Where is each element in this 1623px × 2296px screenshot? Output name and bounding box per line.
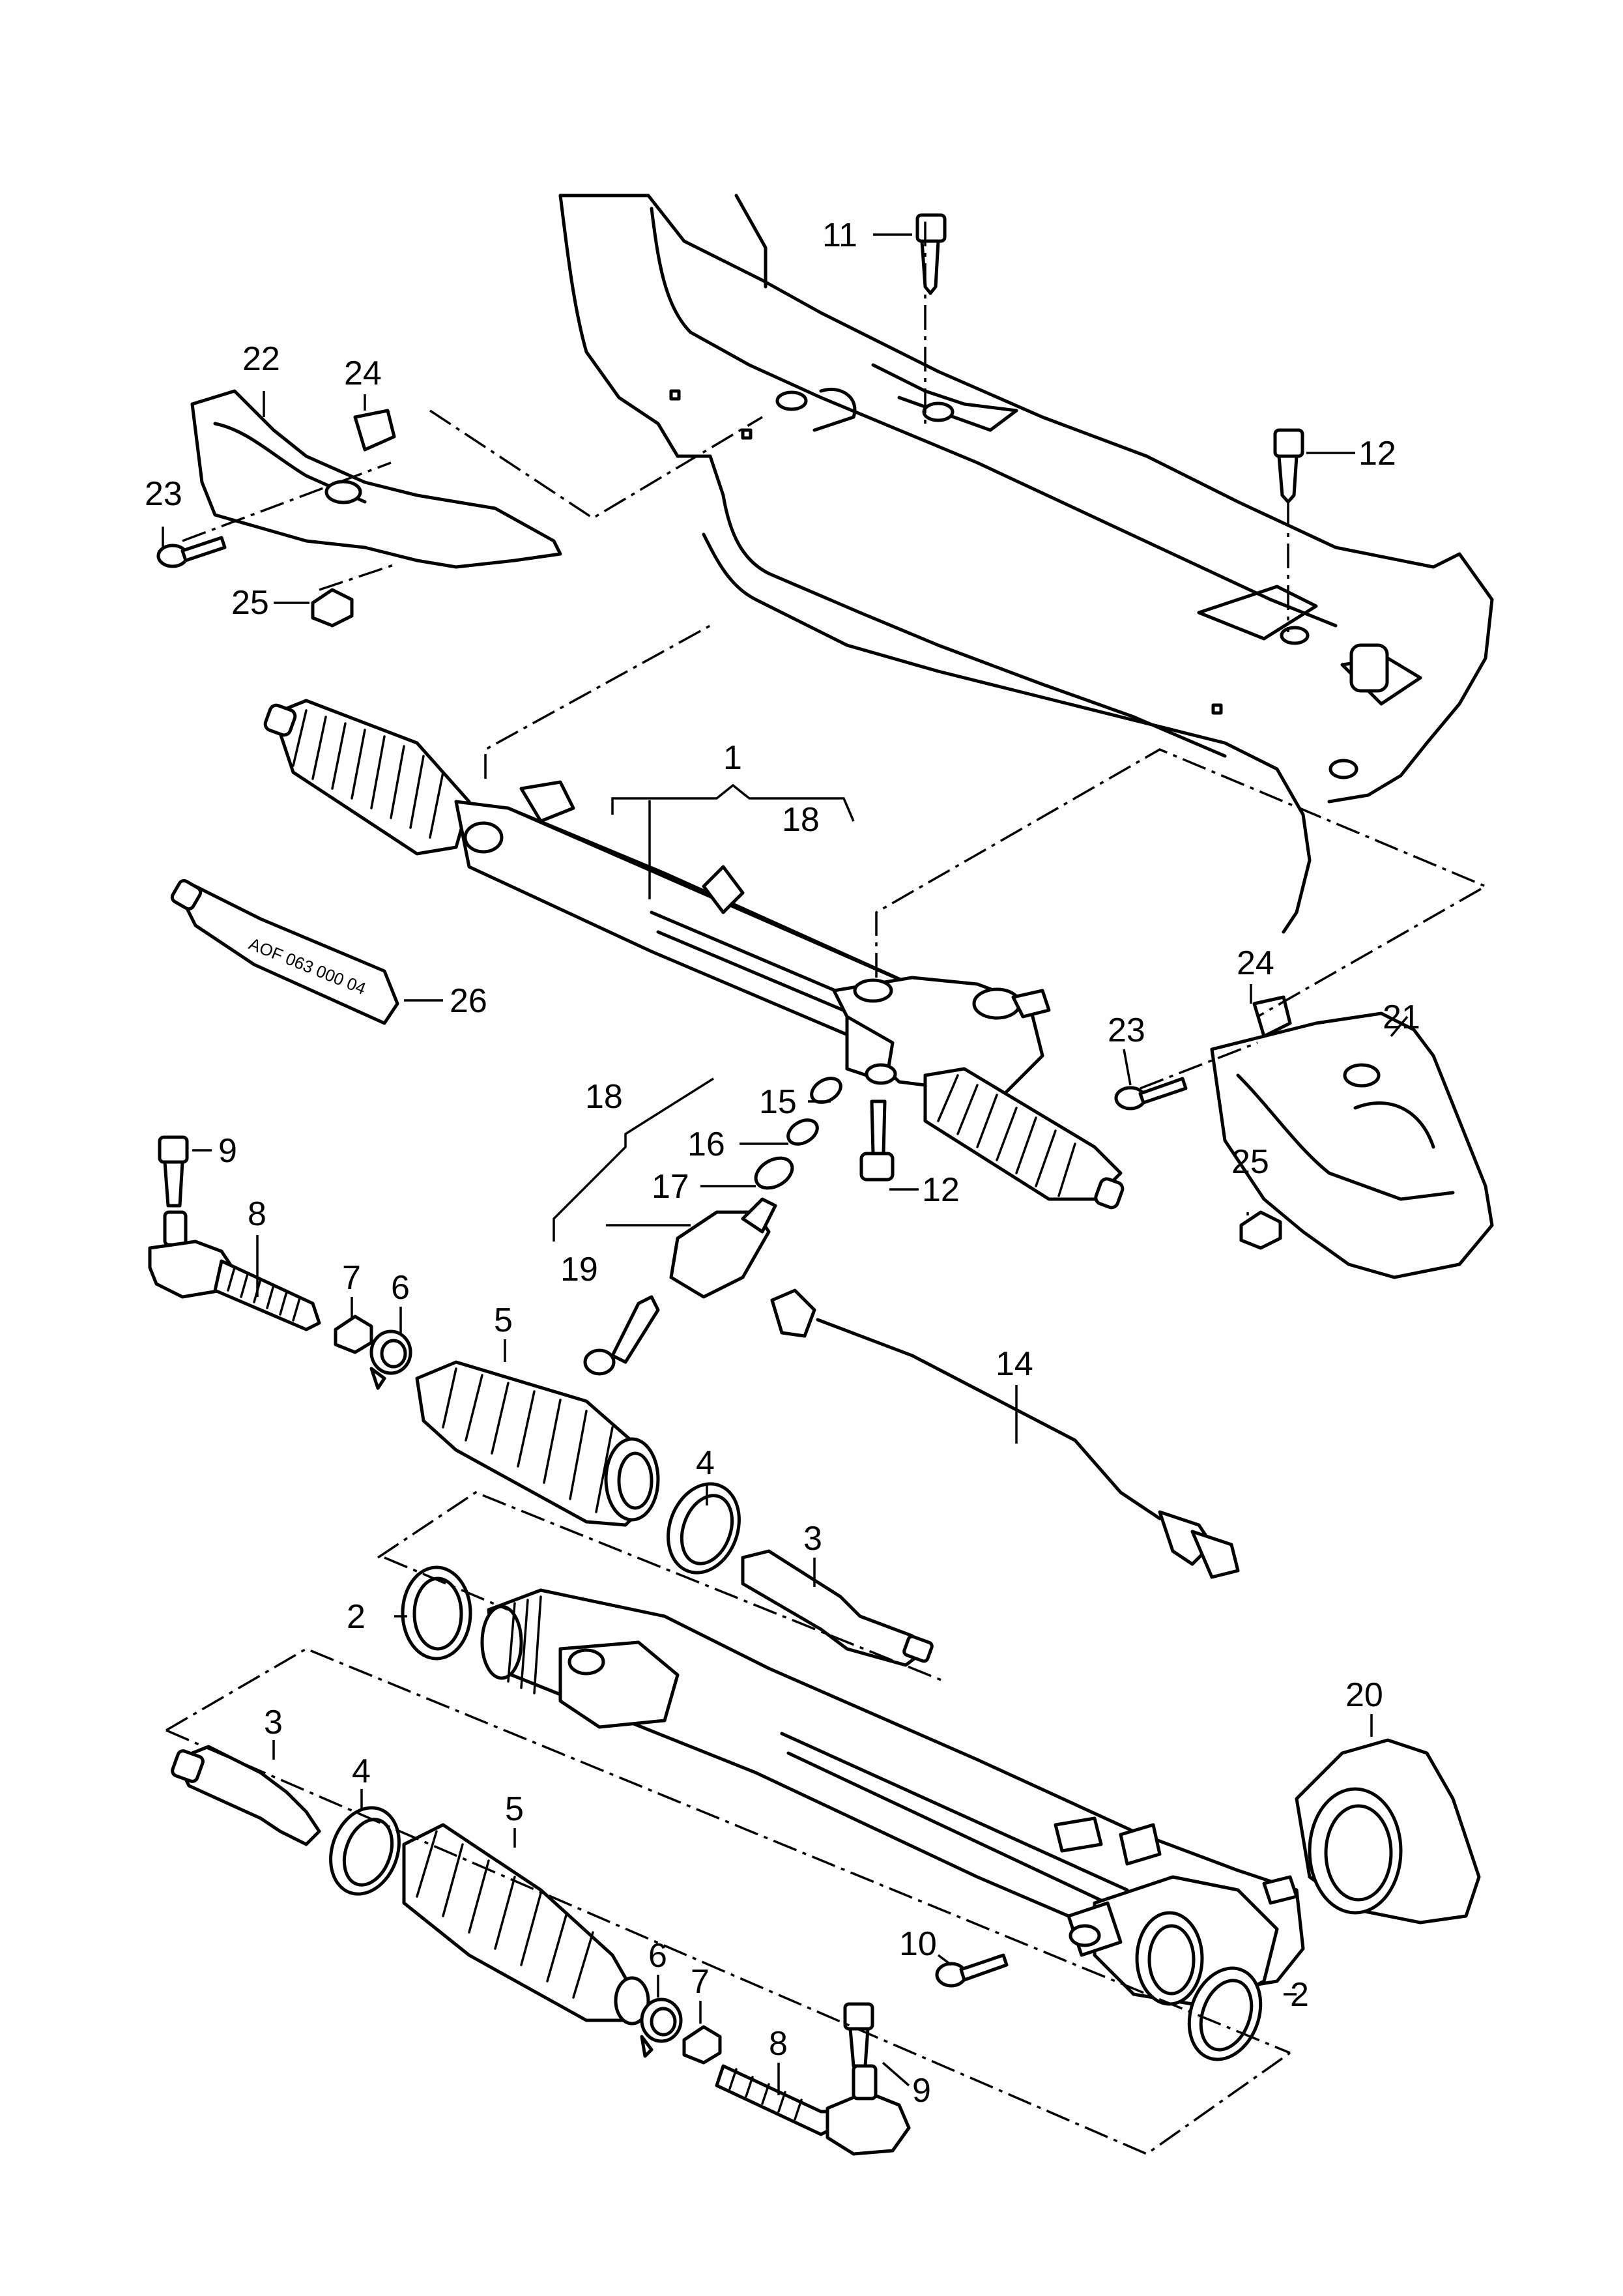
label-18-upper: 18 bbox=[782, 801, 820, 839]
bolt-9-lower bbox=[843, 2002, 874, 2068]
clamp-4-lower bbox=[329, 1806, 401, 1896]
mounting-bracket-left bbox=[190, 389, 562, 569]
label-20: 20 bbox=[1345, 1676, 1383, 1714]
label-7-upper: 7 bbox=[342, 1259, 361, 1297]
boot-5-lower bbox=[402, 1823, 650, 2026]
bolt-11 bbox=[915, 213, 947, 295]
position-sensor bbox=[583, 1197, 777, 1376]
label-4-lower: 4 bbox=[352, 1752, 371, 1790]
clamp-6-lower bbox=[640, 1998, 683, 2058]
bolt-12-upper bbox=[1273, 428, 1304, 504]
label-14: 14 bbox=[996, 1345, 1033, 1383]
label-8-lower: 8 bbox=[769, 2025, 788, 2063]
label-8-upper: 8 bbox=[248, 1195, 266, 1233]
label-6-upper: 6 bbox=[391, 1269, 410, 1307]
label-5-lower: 5 bbox=[505, 1790, 524, 1828]
label-7-lower: 7 bbox=[691, 1963, 710, 2001]
nut-7-lower bbox=[682, 2025, 722, 2065]
label-23-left: 23 bbox=[145, 475, 182, 513]
subframe-crossmember bbox=[453, 194, 1494, 934]
label-24-right: 24 bbox=[1237, 944, 1274, 982]
nut-7-upper bbox=[334, 1315, 373, 1354]
label-9-upper: 9 bbox=[218, 1132, 237, 1170]
label-15: 15 bbox=[759, 1083, 797, 1121]
bolt-12-lower bbox=[859, 1099, 895, 1182]
label-21: 21 bbox=[1383, 998, 1420, 1036]
label-18-lower: 18 bbox=[585, 1078, 623, 1116]
clip-24-right bbox=[1252, 995, 1292, 1038]
assembly-lines bbox=[165, 222, 1488, 2155]
seal-rings bbox=[754, 1077, 842, 1190]
ring-2-upper bbox=[401, 1565, 472, 1661]
label-4-upper: 4 bbox=[696, 1444, 715, 1482]
label-25-left: 25 bbox=[231, 584, 269, 622]
tie-rod-end-8-upper bbox=[148, 1210, 321, 1331]
label-12-upper: 12 bbox=[1358, 435, 1396, 472]
boot-20 bbox=[1295, 1738, 1481, 1925]
leader-lines bbox=[162, 233, 1409, 2095]
label-23-right: 23 bbox=[1108, 1011, 1145, 1049]
mounting-bracket-right bbox=[1210, 1011, 1494, 1279]
inner-tie-rod-3-lower bbox=[171, 1745, 321, 1846]
label-6-lower: 6 bbox=[648, 1937, 667, 1975]
label-19: 19 bbox=[560, 1251, 598, 1288]
screw-23-left bbox=[156, 536, 227, 568]
label-24-left: 24 bbox=[344, 355, 382, 392]
tie-rod-end-8-lower bbox=[715, 2064, 911, 2156]
clamp-6-upper bbox=[369, 1330, 412, 1390]
label-10: 10 bbox=[899, 1925, 937, 1963]
boot-5-upper bbox=[415, 1360, 660, 1527]
nut-25-right bbox=[1239, 1210, 1282, 1250]
label-26: 26 bbox=[450, 982, 487, 1020]
screw-23-right bbox=[1114, 1077, 1188, 1111]
label-3-upper: 3 bbox=[803, 1520, 822, 1558]
clip-24-left bbox=[353, 409, 396, 452]
grease-tube: AOF 063 000 04 bbox=[170, 879, 399, 1025]
label-25-right: 25 bbox=[1231, 1143, 1269, 1181]
sensor-cable bbox=[770, 1288, 1240, 1579]
bolt-10 bbox=[935, 1953, 1009, 1988]
inner-tie-rod-3-upper bbox=[741, 1549, 934, 1667]
label-12-lower: 12 bbox=[922, 1171, 960, 1209]
label-17: 17 bbox=[652, 1168, 689, 1206]
steering-rack-lower bbox=[480, 1588, 1305, 2009]
label-22: 22 bbox=[242, 340, 280, 378]
callout-labels: 1 18 18 11 12 12 22 24 23 25 26 24 21 23… bbox=[145, 216, 1420, 2110]
bolt-9-upper bbox=[158, 1135, 189, 1208]
steering-rack-upper bbox=[263, 699, 1125, 1210]
label-2-upper: 2 bbox=[347, 1598, 366, 1636]
label-11: 11 bbox=[822, 216, 857, 254]
label-2-lower: 2 bbox=[1290, 1976, 1309, 2014]
label-1: 1 bbox=[723, 739, 742, 777]
label-3-lower: 3 bbox=[264, 1704, 283, 1741]
nut-25-left bbox=[311, 588, 354, 628]
label-9-lower: 9 bbox=[912, 2072, 931, 2110]
clamp-4-upper bbox=[667, 1482, 741, 1575]
label-16: 16 bbox=[687, 1126, 725, 1163]
label-5-upper: 5 bbox=[494, 1301, 513, 1339]
